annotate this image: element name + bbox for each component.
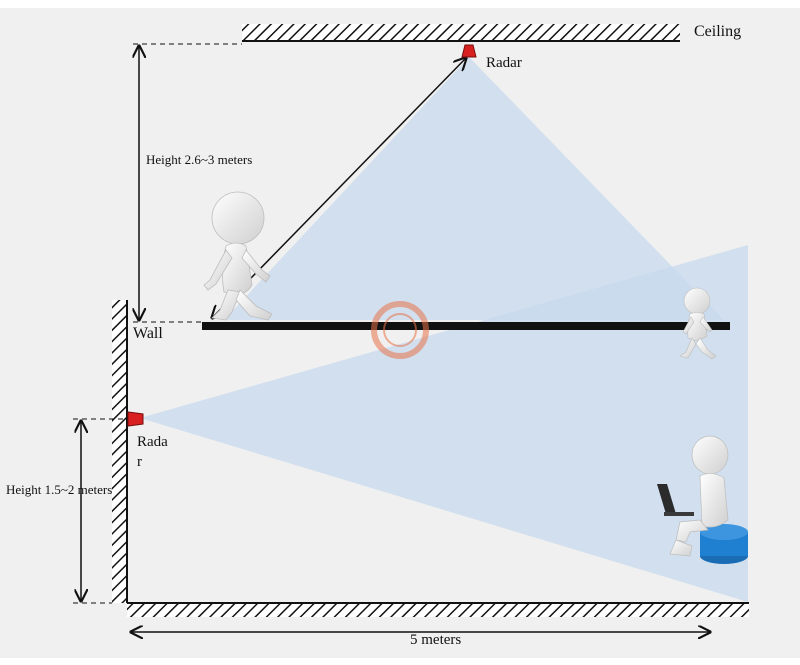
ceiling-height-label: Height 2.6~3 meters — [146, 152, 253, 167]
wall-height-label: Height 1.5~2 meters — [6, 482, 113, 497]
watermark-logo — [371, 301, 429, 359]
detection-range-arrow — [212, 58, 466, 318]
wall-label: Wall — [133, 325, 163, 342]
ceiling-radar-label: Radar — [486, 55, 522, 71]
wall-hatch — [112, 300, 127, 603]
ceiling-hatch — [242, 24, 680, 41]
laptop-icon — [657, 484, 676, 514]
ceiling-radar-icon — [461, 44, 477, 58]
wall-radar-label: Rada r — [137, 434, 168, 470]
wall-radar-coverage — [140, 245, 748, 602]
sitting-person-figure — [657, 435, 748, 564]
walking-person-figure — [203, 191, 273, 321]
ceiling-label: Ceiling — [694, 23, 742, 40]
floor-hatch — [127, 603, 749, 617]
intermediate-floor — [202, 322, 730, 330]
wall-radar-icon — [127, 411, 144, 427]
distant-person-figure — [679, 287, 717, 360]
floor-width-label: 5 meters — [410, 632, 462, 648]
